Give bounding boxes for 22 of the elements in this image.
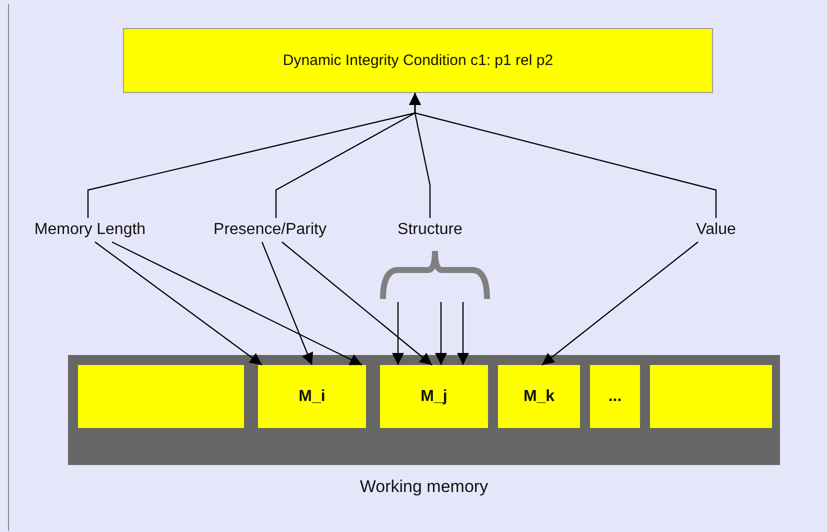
arrow (261, 242, 314, 366)
arrow (409, 93, 717, 218)
arrow (457, 302, 469, 365)
arrow (94, 242, 262, 366)
memory-slot: M_j (380, 365, 488, 428)
arrow (112, 241, 362, 366)
arrow (435, 302, 447, 365)
memory-slot (78, 365, 244, 428)
memory-slot: M_k (498, 365, 580, 428)
term-label: Memory Length (22, 218, 158, 242)
memory-slot (650, 365, 772, 428)
memory-slot: ... (590, 365, 640, 428)
memory-caption: Working memory (358, 477, 490, 497)
term-label: Presence/Parity (200, 218, 340, 242)
term-label: Value (690, 218, 742, 242)
arrow (392, 302, 404, 365)
arrow (542, 242, 698, 366)
arrow (282, 242, 432, 366)
memory-slot: M_i (258, 365, 366, 428)
term-label: Structure (388, 218, 472, 242)
condition-box: Dynamic Integrity Condition c1: p1 rel p2 (123, 28, 713, 93)
curly-brace (380, 248, 490, 302)
